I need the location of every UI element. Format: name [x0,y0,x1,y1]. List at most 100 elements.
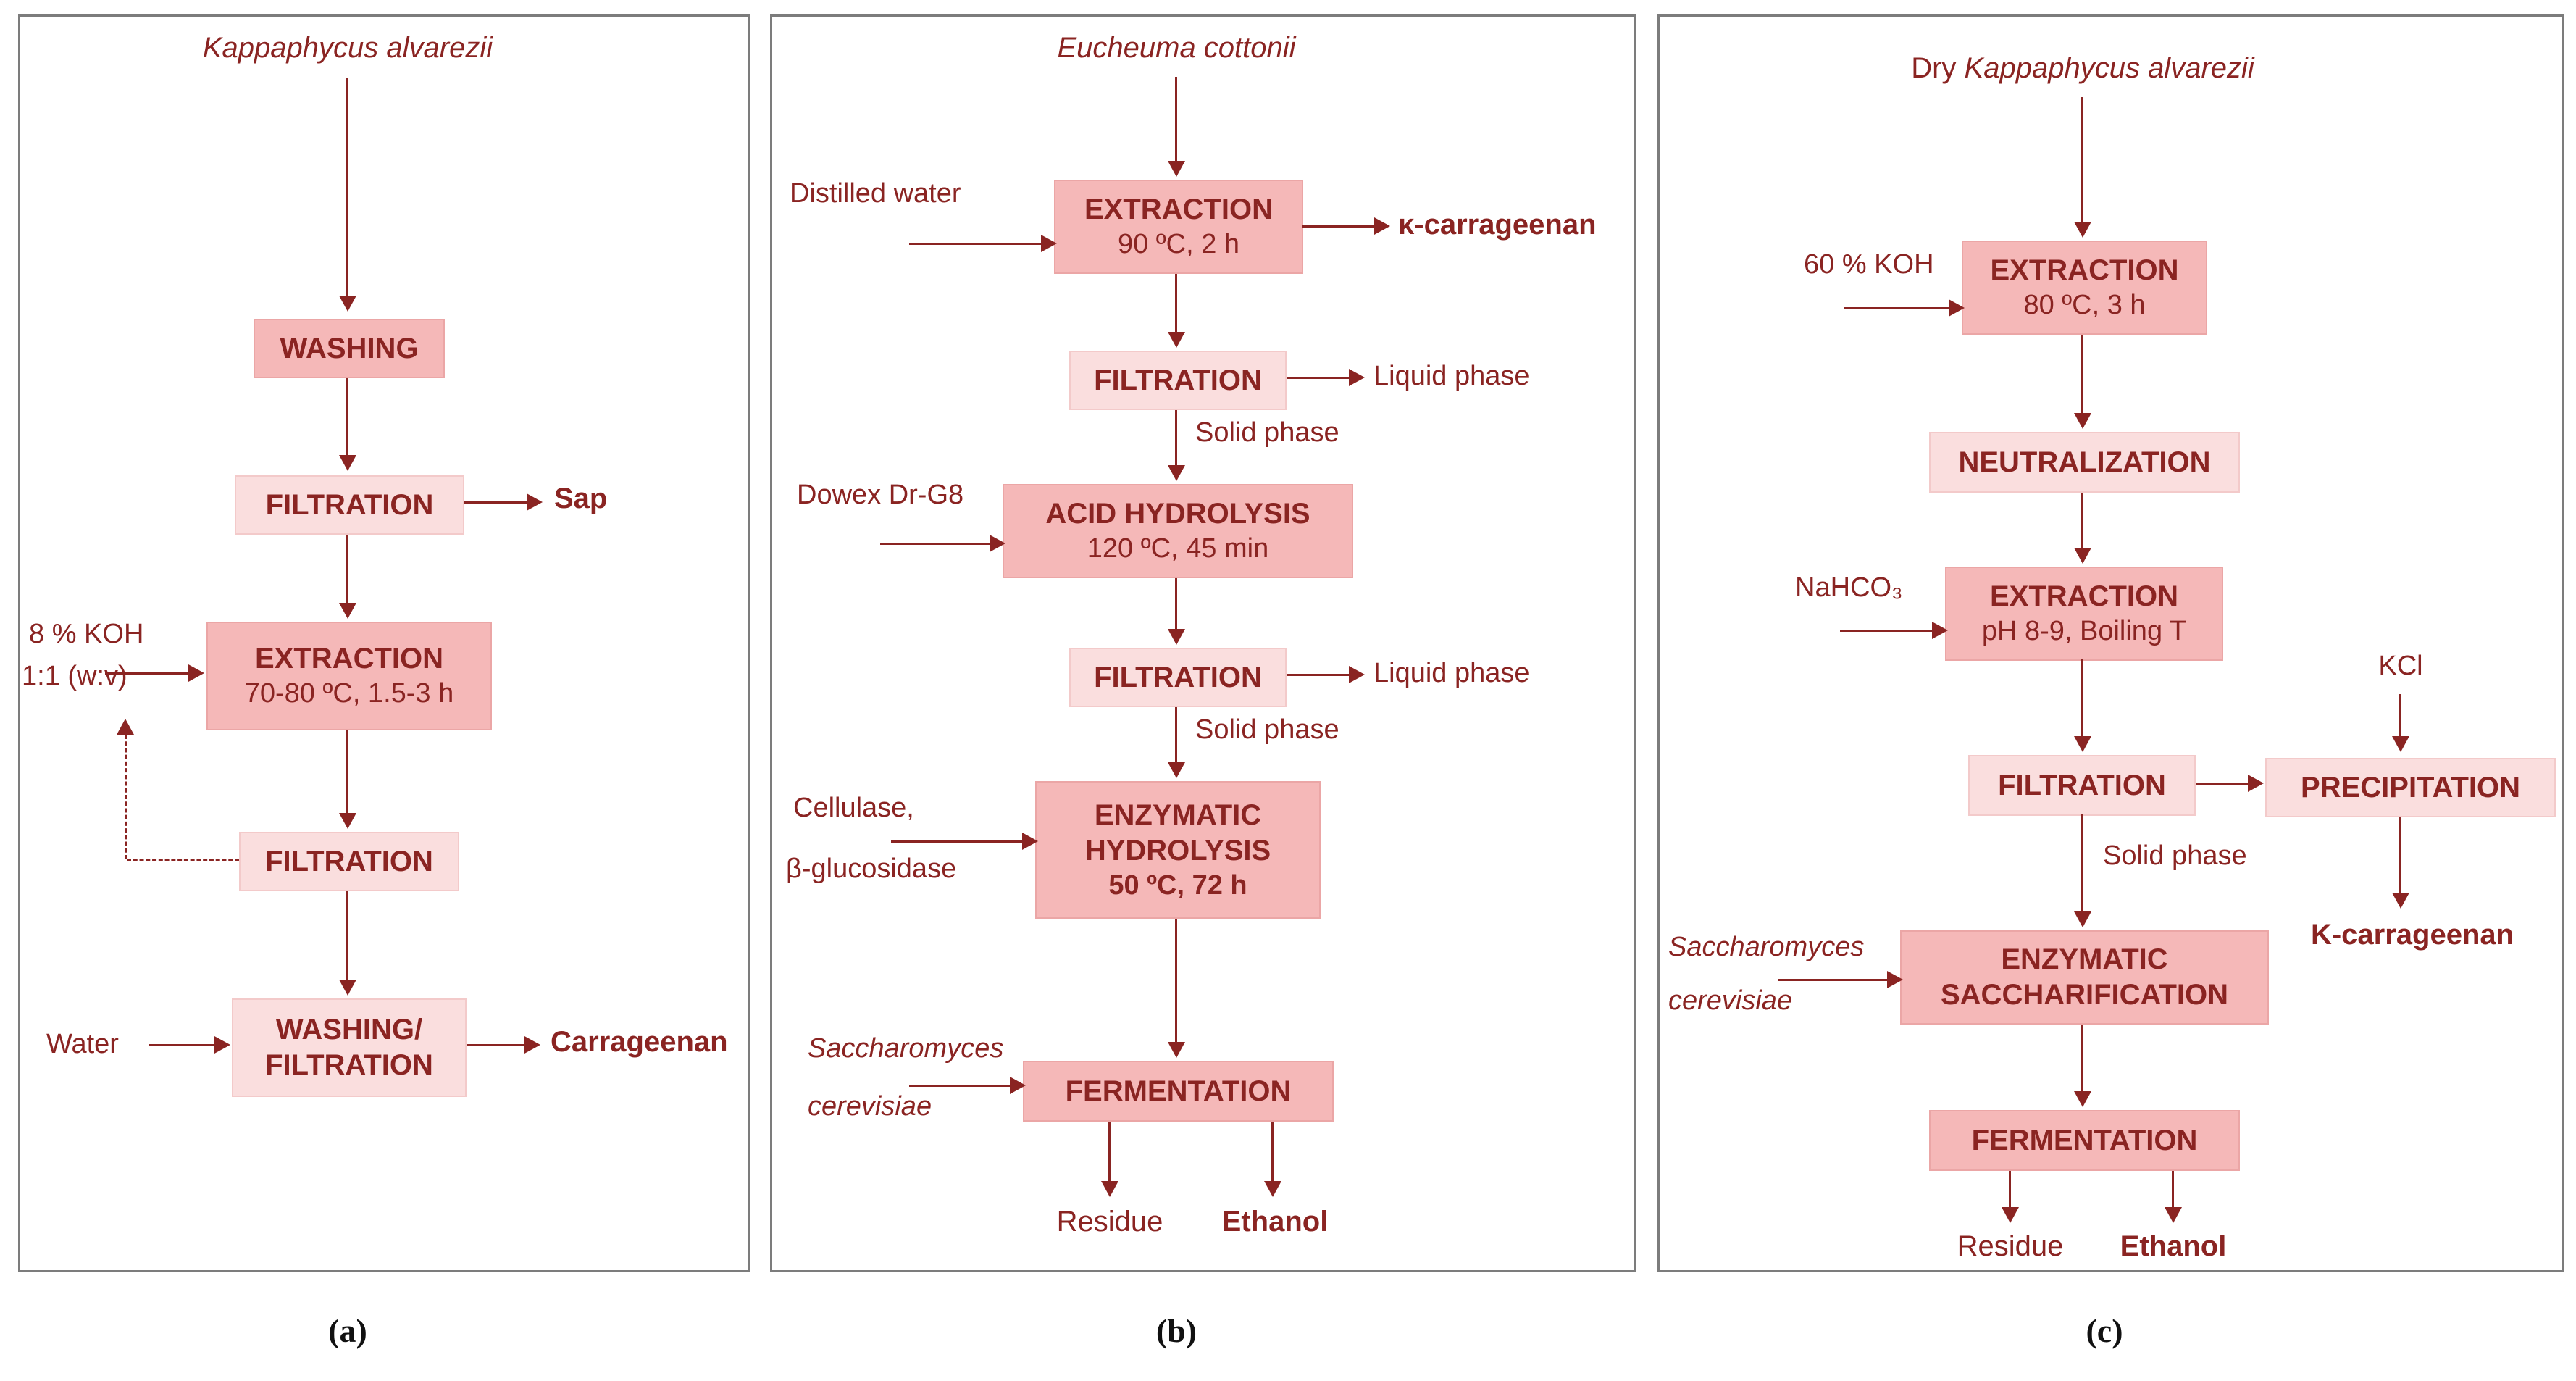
arrow-line [1175,707,1177,764]
output-label-residue: Residue [1957,1230,2064,1262]
box-label: EXTRACTION [1990,254,2179,287]
enzymatic-hydrolysis-box-b: ENZYMATIC HYDROLYSIS 50 ºC, 72 h [1035,781,1321,919]
arrow-head-right [214,1036,230,1054]
arrow-head-down [2074,222,2091,238]
phase-label-liquid: Liquid phase [1373,361,1530,391]
arrow-head-down [2002,1207,2019,1223]
arrow-head-right [2248,775,2264,792]
arrow-line [2081,493,2083,549]
arrow-line [909,243,1041,245]
arrow-head-up [117,719,134,735]
box-label: EXTRACTION [255,643,443,675]
arrow-head-right [1949,299,1965,317]
panel-caption-c: (c) [2086,1312,2123,1349]
phase-label-liquid: Liquid phase [1373,658,1530,688]
arrow-line [1844,307,1949,309]
washing-filtration-box-a: WASHING/ FILTRATION [232,998,467,1097]
output-label-ethanol: Ethanol [2120,1230,2227,1262]
output-label-k-carrageenan: K-carrageenan [2310,919,2514,951]
arrow-line [1778,979,1887,981]
arrow-head-right [188,664,204,682]
output-label-sap: Sap [554,483,608,514]
box-label: SACCHARIFICATION [1940,979,2228,1011]
input-label-cellulase: Cellulase, [793,793,914,823]
box-condition: pH 8-9, Boiling T [1981,616,2187,647]
input-label-water: Water [46,1029,119,1059]
phase-label-solid: Solid phase [1195,714,1339,745]
box-label: WASHING [280,332,419,364]
arrow-line [464,501,527,504]
output-label-residue: Residue [1056,1206,1163,1238]
washing-box-a: WASHING [254,319,445,378]
arrow-line [1175,274,1177,333]
arrow-line [1175,410,1177,467]
arrow-line [2081,1025,2083,1093]
box-label: FILTRATION [1094,364,1262,396]
phase-label-solid: Solid phase [2103,840,2247,871]
box-condition: 50 ºC, 72 h [1108,869,1247,901]
arrow-head-down [1168,465,1185,481]
arrow-head-down [339,813,356,829]
panel-caption-a: (a) [328,1312,367,1349]
panel-caption-b: (b) [1155,1312,1197,1349]
arrow-head-right [1349,369,1365,386]
input-label-koh60: 60 % KOH [1804,249,1934,280]
filtration2-box-b: FILTRATION [1069,648,1287,707]
box-label: FILTRATION [1094,661,1262,693]
box-label: PRECIPITATION [2301,771,2520,804]
output-label-kappa-carrageenan: κ-carrageenan [1398,209,1597,241]
arrow-line [1108,1122,1111,1182]
arrow-head-down [2074,911,2091,927]
extraction2-box-c: EXTRACTION pH 8-9, Boiling T [1945,567,2223,661]
fermentation-box-b: FERMENTATION [1023,1061,1334,1122]
arrow-line [346,78,348,297]
arrow-line [2081,814,2083,913]
box-label: EXTRACTION [1084,193,1273,226]
box-label: FERMENTATION [1065,1075,1292,1107]
box-condition: 70-80 ºC, 1.5-3 h [244,678,454,709]
filtration2-box-a: FILTRATION [239,832,459,891]
arrow-head-right [1010,1077,1026,1094]
extraction1-box-c: EXTRACTION 80 ºC, 3 h [1962,241,2207,335]
filtration1-box-a: FILTRATION [235,475,464,535]
arrow-line [467,1044,524,1046]
arrow-head-down [1168,332,1185,348]
arrow-head-right [524,1036,540,1054]
arrow-head-right [1887,971,1903,988]
input-label-yeast: Saccharomyces [808,1033,1004,1064]
arrow-line [346,535,348,604]
arrow-head-down [1101,1181,1118,1197]
input-label-dowex: Dowex Dr-G8 [797,480,964,510]
input-label-ratio: 1:1 (w:v) [22,661,127,691]
input-label-kcl: KCl [2378,651,2423,681]
precipitation-box-c: PRECIPITATION [2265,758,2556,817]
arrow-line [2081,335,2083,414]
arrow-head-down [2165,1207,2182,1223]
arrow-line [1287,377,1349,379]
box-condition: 90 ºC, 2 h [1117,229,1240,260]
neutralization-box-c: NEUTRALIZATION [1929,432,2240,493]
species-title-c: Dry Kappaphycus alvarezii [1902,52,2264,85]
arrow-head-right [1932,622,1948,639]
arrow-line [1302,225,1374,228]
arrow-head-down [339,980,356,996]
box-label: ACID HYDROLYSIS [1045,498,1310,530]
filtration1-box-b: FILTRATION [1069,351,1287,410]
arrow-head-down [339,455,356,471]
box-label: WASHING/ [275,1014,423,1046]
acid-hydrolysis-box-b: ACID HYDROLYSIS 120 ºC, 45 min [1003,484,1353,578]
title-prefix: Dry [1911,52,1957,84]
arrow-line [909,1085,1010,1087]
arrow-head-down [339,296,356,312]
box-label: ENZYMATIC [2001,943,2168,976]
box-label: NEUTRALIZATION [1958,446,2211,478]
enzymatic-saccharification-box-c: ENZYMATIC SACCHARIFICATION [1900,930,2269,1025]
arrow-line [880,543,990,545]
input-label-distilled-water: Distilled water [790,178,961,209]
recycle-dashed-line [127,859,239,861]
arrow-head-down [1168,1042,1185,1058]
arrow-head-right [1349,666,1365,683]
arrow-line [149,1044,214,1046]
arrow-head-right [1022,833,1038,850]
arrow-head-down [2074,413,2091,429]
